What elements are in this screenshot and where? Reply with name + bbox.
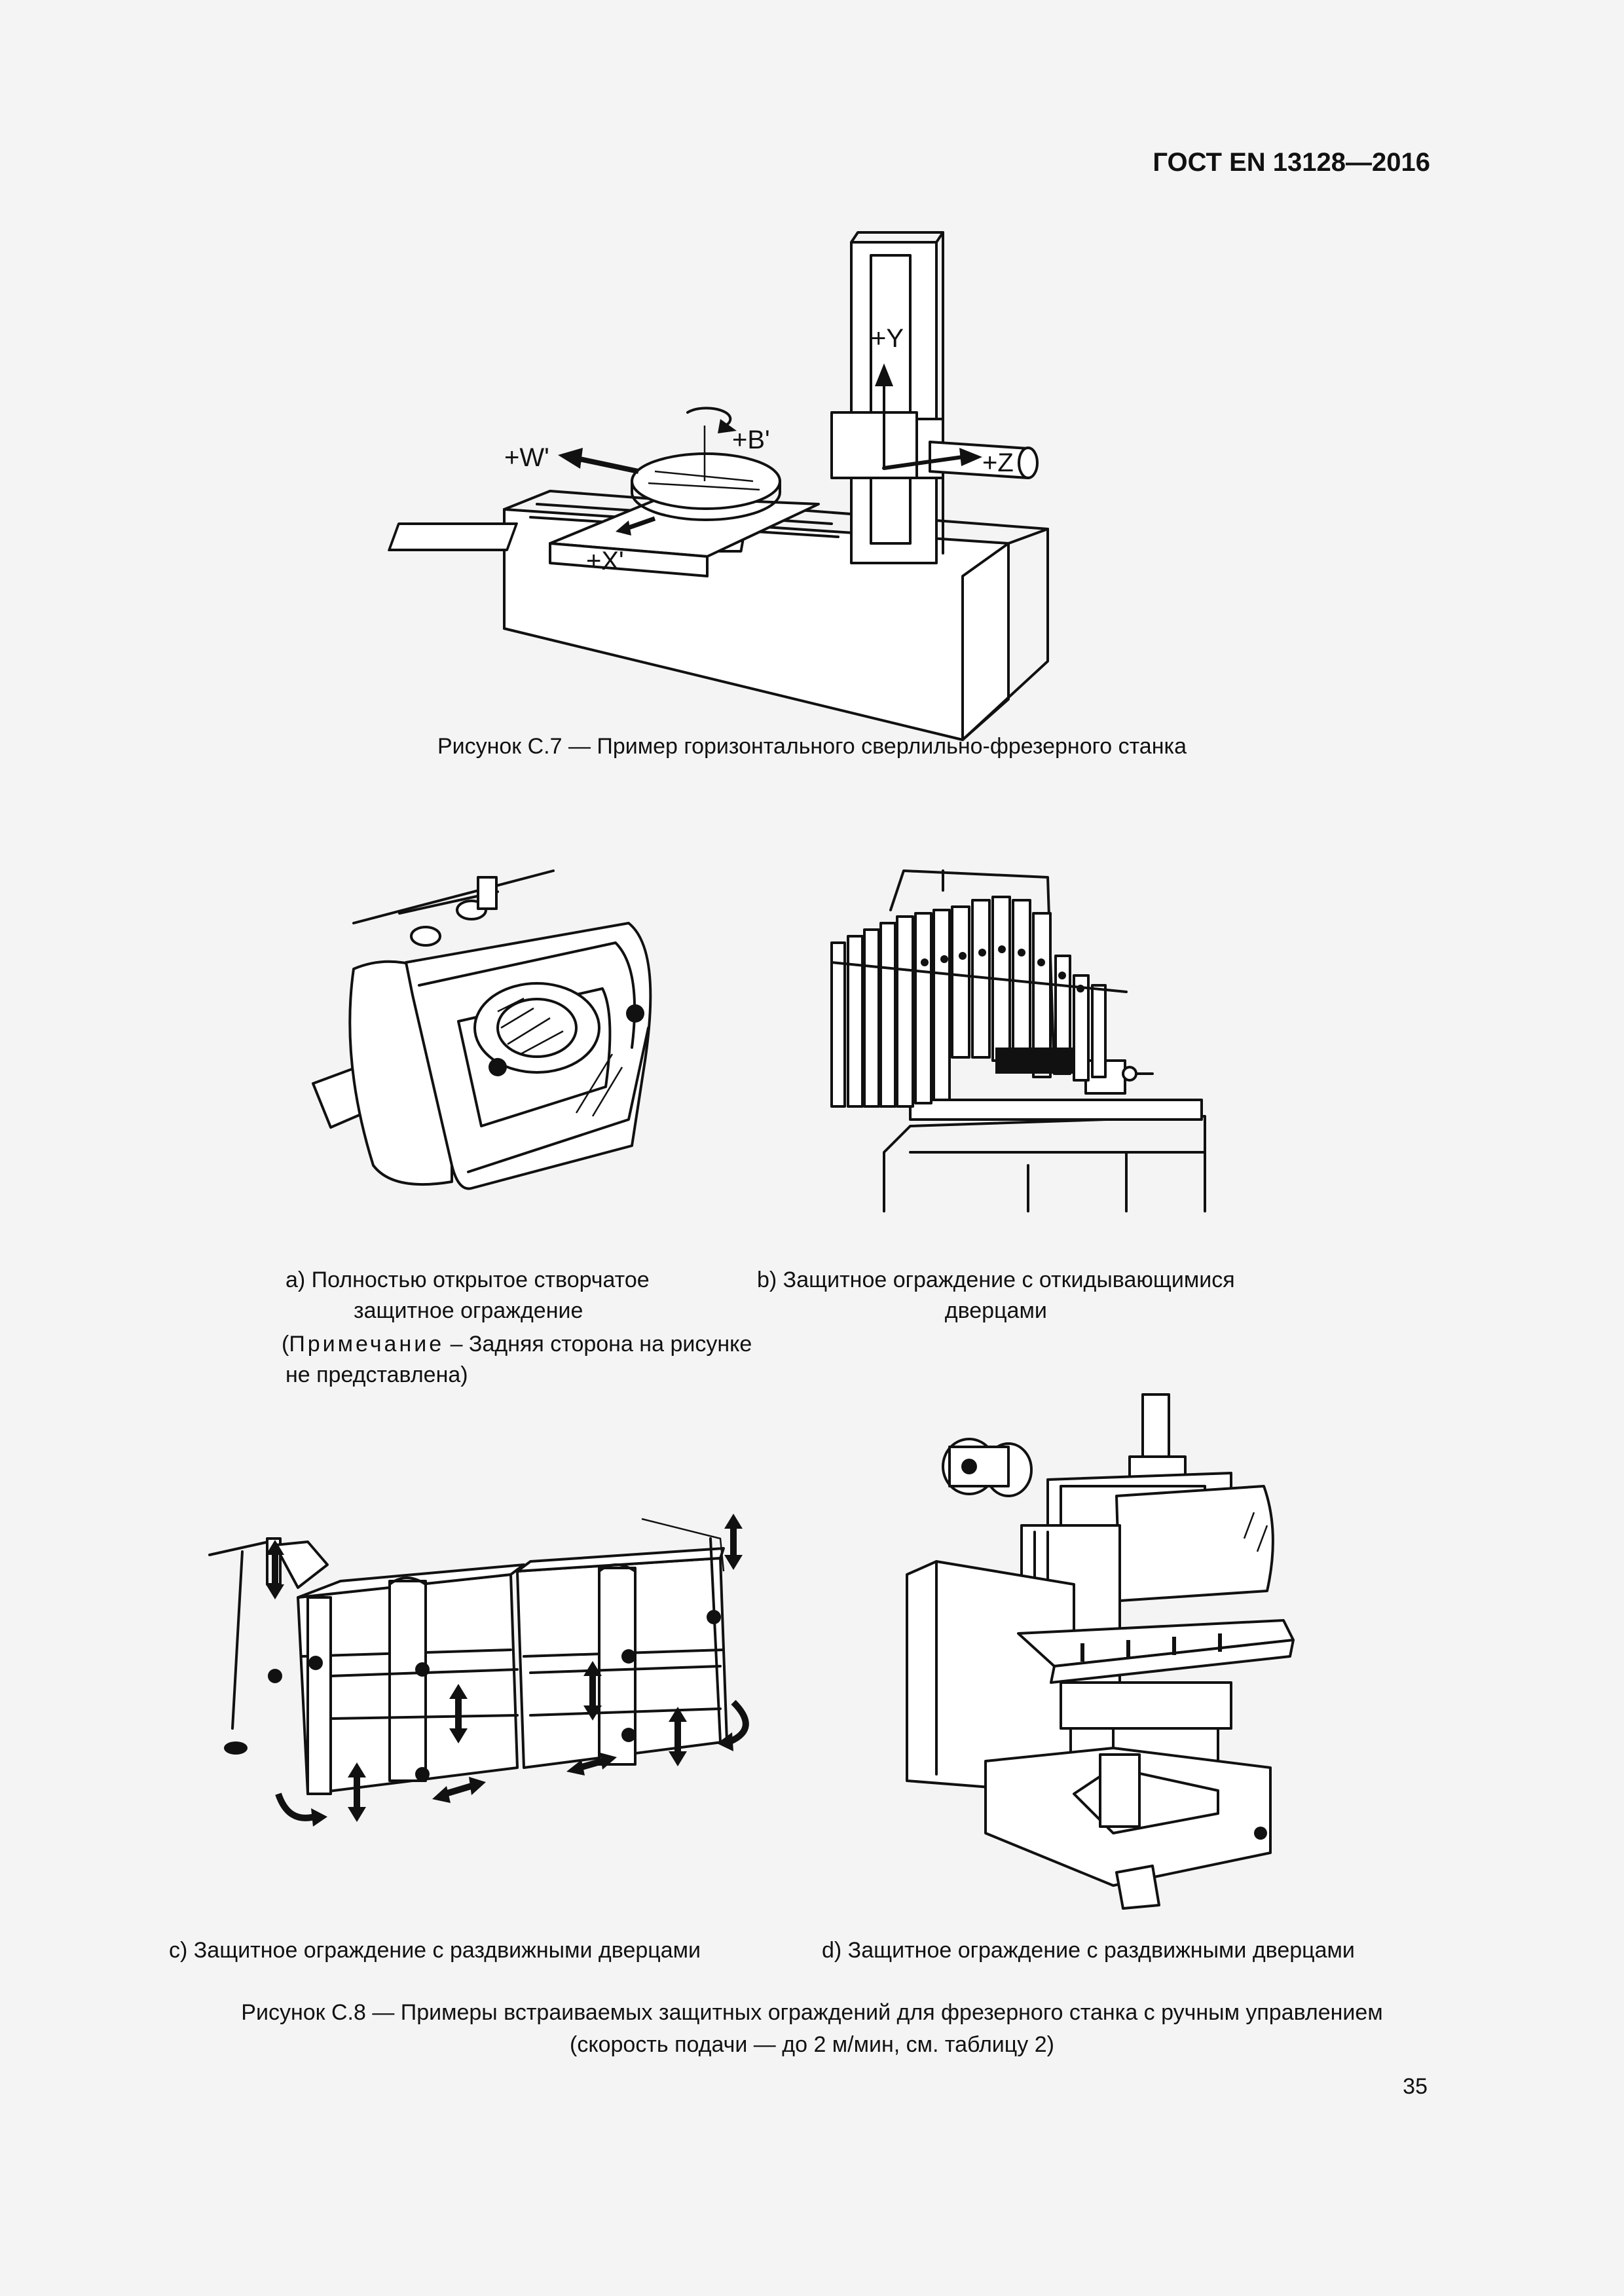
figure-c8-caption: Рисунок С.8 — Примеры встраиваемых защит… [0, 1997, 1624, 2062]
document-header: ГОСТ EN 13128—2016 [1153, 148, 1430, 177]
page-number: 35 [1403, 2074, 1428, 2099]
figure-c8-caption-line2: (скорость подачи — до 2 м/мин, см. табли… [570, 2032, 1054, 2058]
subcaption-a-line2: защитное ограждение [354, 1298, 583, 1323]
note-text: – Задняя сторона на рисунке [444, 1332, 752, 1357]
figure-c7-caption: Рисунок С.7 — Пример горизонтального све… [437, 734, 1187, 759]
subcaption-a-line1: а) Полностью открытое створчатое [286, 1267, 650, 1292]
subcaption-d: d) Защитное ограждение с раздвижными две… [822, 1938, 1355, 1963]
figure-c8-caption-line1: Рисунок С.8 — Примеры встраиваемых защит… [241, 2000, 1383, 2025]
note-label: Примечание [289, 1332, 445, 1357]
figure-note: (Примечание – Задняя сторона на рисунке … [282, 1329, 752, 1391]
note-open-paren: ( [282, 1332, 289, 1357]
axis-label-z: +Z [982, 448, 1014, 477]
subcaption-a: а) Полностью открытое створчатое защитно… [286, 1265, 650, 1326]
subcaption-c: с) Защитное ограждение с раздвижными две… [169, 1938, 701, 1963]
axis-label-b: +B' [732, 426, 770, 454]
note-line2: не представлена) [286, 1362, 468, 1387]
subcaption-b-line2: дверцами [944, 1298, 1047, 1323]
axis-label-x: +X' [586, 547, 624, 575]
axis-label-w: +W' [504, 443, 549, 472]
subcaption-b-line1: b) Защитное ограждение с откидывающимися [757, 1267, 1235, 1292]
axis-label-y: +Y [871, 324, 904, 353]
subcaption-b: b) Защитное ограждение с откидывающимися… [757, 1265, 1235, 1326]
